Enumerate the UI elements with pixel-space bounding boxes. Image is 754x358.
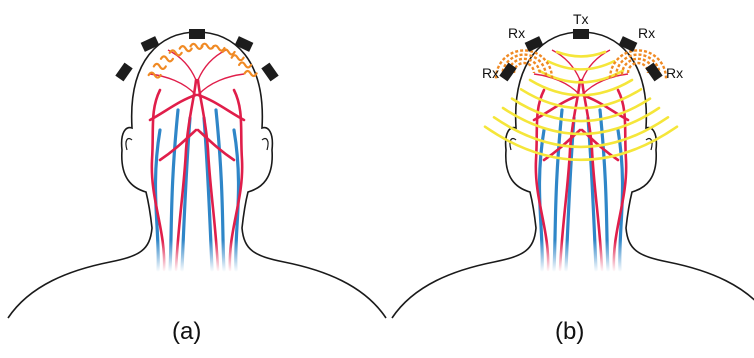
antenna-label: Rx <box>666 65 683 81</box>
electrode-pad <box>235 36 254 52</box>
capillary <box>212 46 224 51</box>
antenna-label: Rx <box>638 25 655 41</box>
electrode-pad <box>115 63 132 82</box>
panel-a-head <box>8 29 386 318</box>
artery <box>198 130 234 160</box>
neck-fade <box>534 240 629 272</box>
signal-arc <box>485 127 677 160</box>
left-ear <box>126 138 132 150</box>
head-outline <box>392 32 754 318</box>
signal-arc <box>548 61 614 69</box>
antenna-label: Tx <box>573 11 589 27</box>
signal-arc <box>557 52 605 57</box>
electrode-pad <box>645 63 662 82</box>
capillary <box>223 49 235 54</box>
artery-branch <box>198 74 244 95</box>
artery-branch <box>168 50 196 80</box>
capillary <box>161 56 173 61</box>
capillary <box>239 62 251 67</box>
right-ear <box>262 138 268 150</box>
capillary <box>154 64 166 69</box>
electrode-pad <box>189 29 205 39</box>
antenna-label: Rx <box>508 25 525 41</box>
panel-b-caption: (b) <box>555 318 584 346</box>
head-outline <box>8 32 386 318</box>
electrode-pad <box>261 63 278 82</box>
electrode-pad <box>141 36 160 52</box>
panel-a-caption: (a) <box>172 318 201 346</box>
capillary <box>170 50 182 55</box>
antenna-label: Rx <box>482 65 499 81</box>
electrode-pad <box>573 29 589 39</box>
capillary <box>232 55 244 60</box>
artery-branch <box>198 50 226 80</box>
neck-fade <box>150 240 245 272</box>
signal-arc <box>512 99 650 121</box>
electrode-pad <box>499 63 516 82</box>
artery <box>160 130 196 160</box>
